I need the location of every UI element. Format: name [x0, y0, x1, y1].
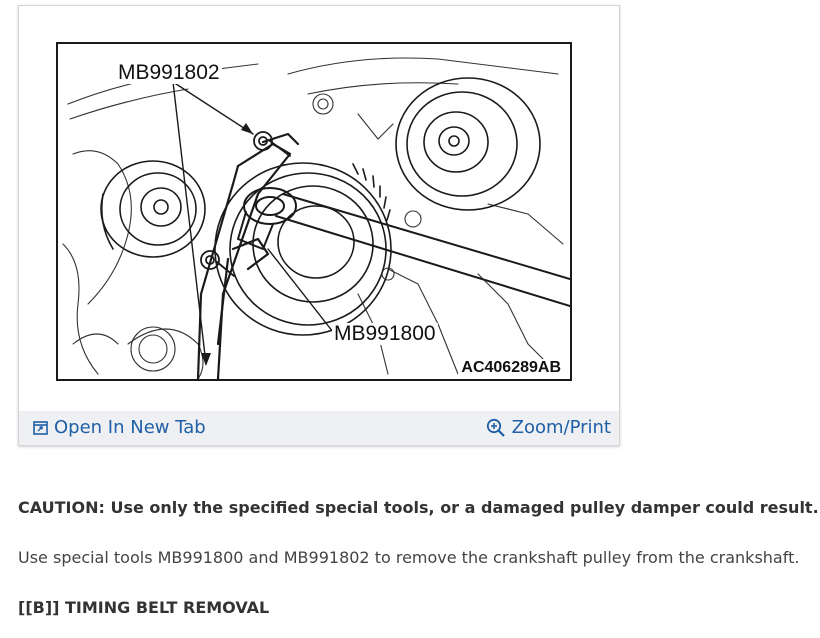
figure-footer: Open In New Tab Zoom/Print [19, 411, 619, 445]
callout-label-bottom: MB991800 [332, 322, 438, 345]
zoom-print-link[interactable]: Zoom/Print [486, 417, 611, 438]
caution-note: CAUTION: Use only the specified special … [18, 498, 819, 517]
section-heading: [[B]] TIMING BELT REMOVAL [18, 598, 270, 617]
open-new-tab-icon [33, 420, 48, 435]
zoom-print-label: Zoom/Print [511, 417, 611, 438]
callout-label-top: MB991802 [116, 61, 222, 84]
instruction-text: Use special tools MB991800 and MB991802 … [18, 548, 800, 567]
crankshaft-pulley-drawing [62, 57, 570, 379]
zoom-in-icon [486, 418, 505, 437]
technical-illustration: MB991802 MB991800 AC406289AB [56, 42, 572, 381]
open-in-new-tab-label: Open In New Tab [54, 417, 206, 438]
figure-card: MB991802 MB991800 AC406289AB Open In New… [18, 5, 620, 446]
open-in-new-tab-link[interactable]: Open In New Tab [33, 417, 206, 438]
figure-id: AC406289AB [458, 359, 564, 377]
